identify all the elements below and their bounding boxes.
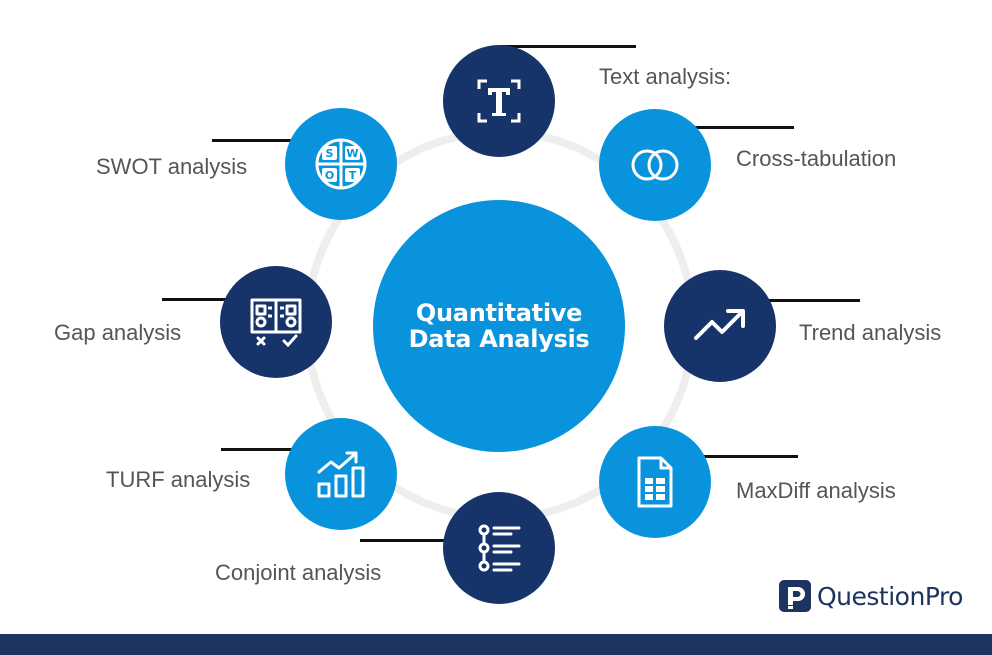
overlap-circles-icon <box>631 149 679 181</box>
central-topic-line-2: Data Analysis <box>408 325 590 353</box>
questionpro-logo-text: QuestionPro <box>817 581 963 611</box>
label-conjoint-analysis: Conjoint analysis <box>215 560 382 585</box>
connector-line-turf-analysis <box>221 448 341 451</box>
swot-letter-w: W <box>346 147 358 160</box>
questionpro-logo-icon <box>779 580 811 612</box>
connector-line-trend-analysis <box>720 299 860 302</box>
label-swot-analysis: SWOT analysis <box>96 154 248 179</box>
trend-arrow-icon <box>694 309 745 340</box>
label-trend-analysis: Trend analysis <box>799 320 942 345</box>
label-gap-analysis: Gap analysis <box>54 320 182 345</box>
connector-line-swot-analysis <box>212 139 342 142</box>
connector-line-text-analysis <box>500 45 636 48</box>
list-icon <box>478 524 521 572</box>
label-turf-analysis: TURF analysis <box>106 467 251 492</box>
label-cross-tabulation: Cross-tabulation <box>736 146 897 171</box>
connector-line-cross-tabulation <box>660 126 794 129</box>
node-text-analysis <box>443 45 555 157</box>
swot-letter-t: T <box>349 169 357 182</box>
node-trend-analysis <box>664 270 776 382</box>
node-maxdiff-analysis <box>599 426 711 538</box>
central-topic-line-1: Quantitative <box>415 299 583 327</box>
questionpro-logo: QuestionPro <box>779 580 963 612</box>
node-cross-tabulation <box>599 109 711 221</box>
central-topic-circle: Quantitative Data Analysis <box>373 200 625 452</box>
swot-icon: S W O T <box>315 138 367 190</box>
spreadsheet-icon <box>637 456 673 508</box>
swot-letter-o: O <box>325 169 334 182</box>
central-topic-title: Quantitative Data Analysis <box>409 300 590 352</box>
connector-line-maxdiff-analysis <box>660 455 798 458</box>
node-conjoint-analysis <box>443 492 555 604</box>
node-swot-analysis: S W O T <box>285 108 397 220</box>
connector-line-gap-analysis <box>162 298 282 301</box>
node-gap-analysis <box>220 266 332 378</box>
swot-letter-s: S <box>326 147 334 160</box>
connector-line-conjoint-analysis <box>360 539 500 542</box>
node-turf-analysis <box>285 418 397 530</box>
label-text-analysis: Text analysis: <box>599 64 732 89</box>
label-maxdiff-analysis: MaxDiff analysis <box>736 478 896 503</box>
footer-bar <box>0 634 992 655</box>
comparison-board-icon <box>250 298 302 348</box>
bar-growth-icon <box>317 451 365 498</box>
text-icon <box>477 79 521 123</box>
